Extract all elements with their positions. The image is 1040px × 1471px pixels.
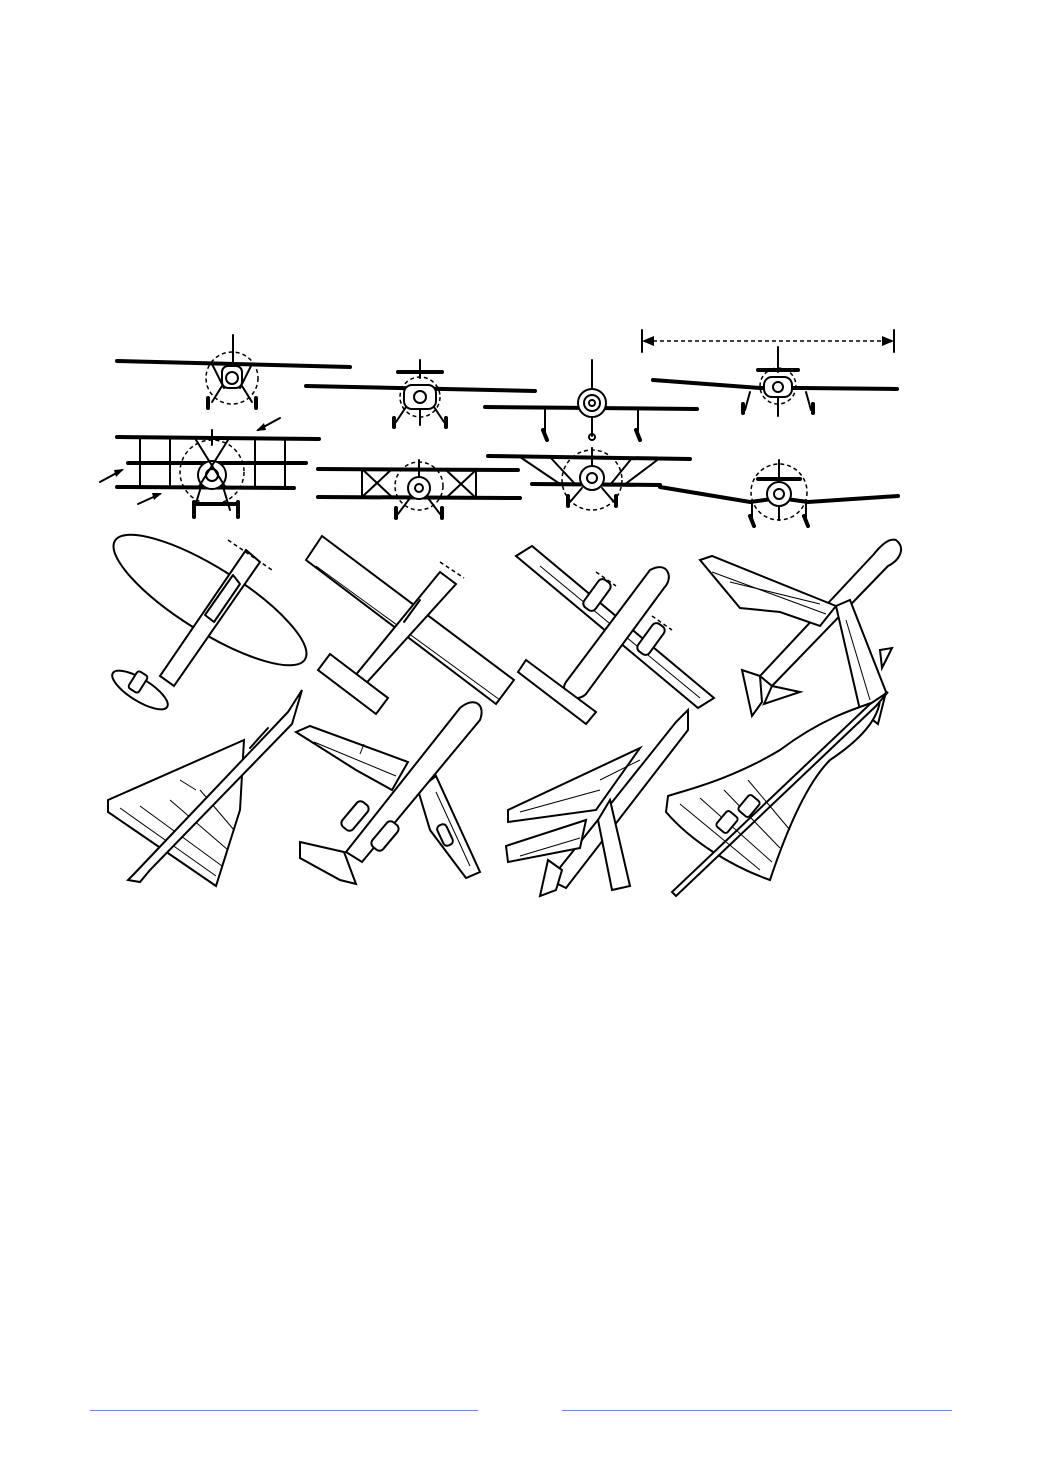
swept-wing-fighter bbox=[698, 538, 903, 726]
twin-engine-straight-wing bbox=[514, 544, 716, 726]
midwing-racer-front bbox=[483, 359, 699, 442]
elliptical-wing-fighter bbox=[111, 533, 308, 711]
biplane-front bbox=[316, 459, 522, 520]
gull-wing-fighter-front bbox=[658, 459, 900, 528]
straight-wing-high-wing bbox=[304, 534, 516, 716]
swept-wing-jetliner bbox=[293, 701, 483, 886]
ogival-delta-airliner bbox=[664, 691, 889, 898]
swing-wing-fighter bbox=[504, 707, 689, 898]
high-wing-monoplane-front bbox=[115, 334, 352, 410]
triplane-front bbox=[99, 417, 321, 519]
low-wing-monoplane-front bbox=[304, 359, 537, 429]
sesquiplane-front bbox=[486, 447, 692, 511]
delta-wing-fighter bbox=[107, 689, 303, 888]
low-wing-trainer-front bbox=[641, 329, 899, 417]
footer-rule-right bbox=[562, 1410, 952, 1411]
footer-rule-left bbox=[90, 1410, 478, 1411]
